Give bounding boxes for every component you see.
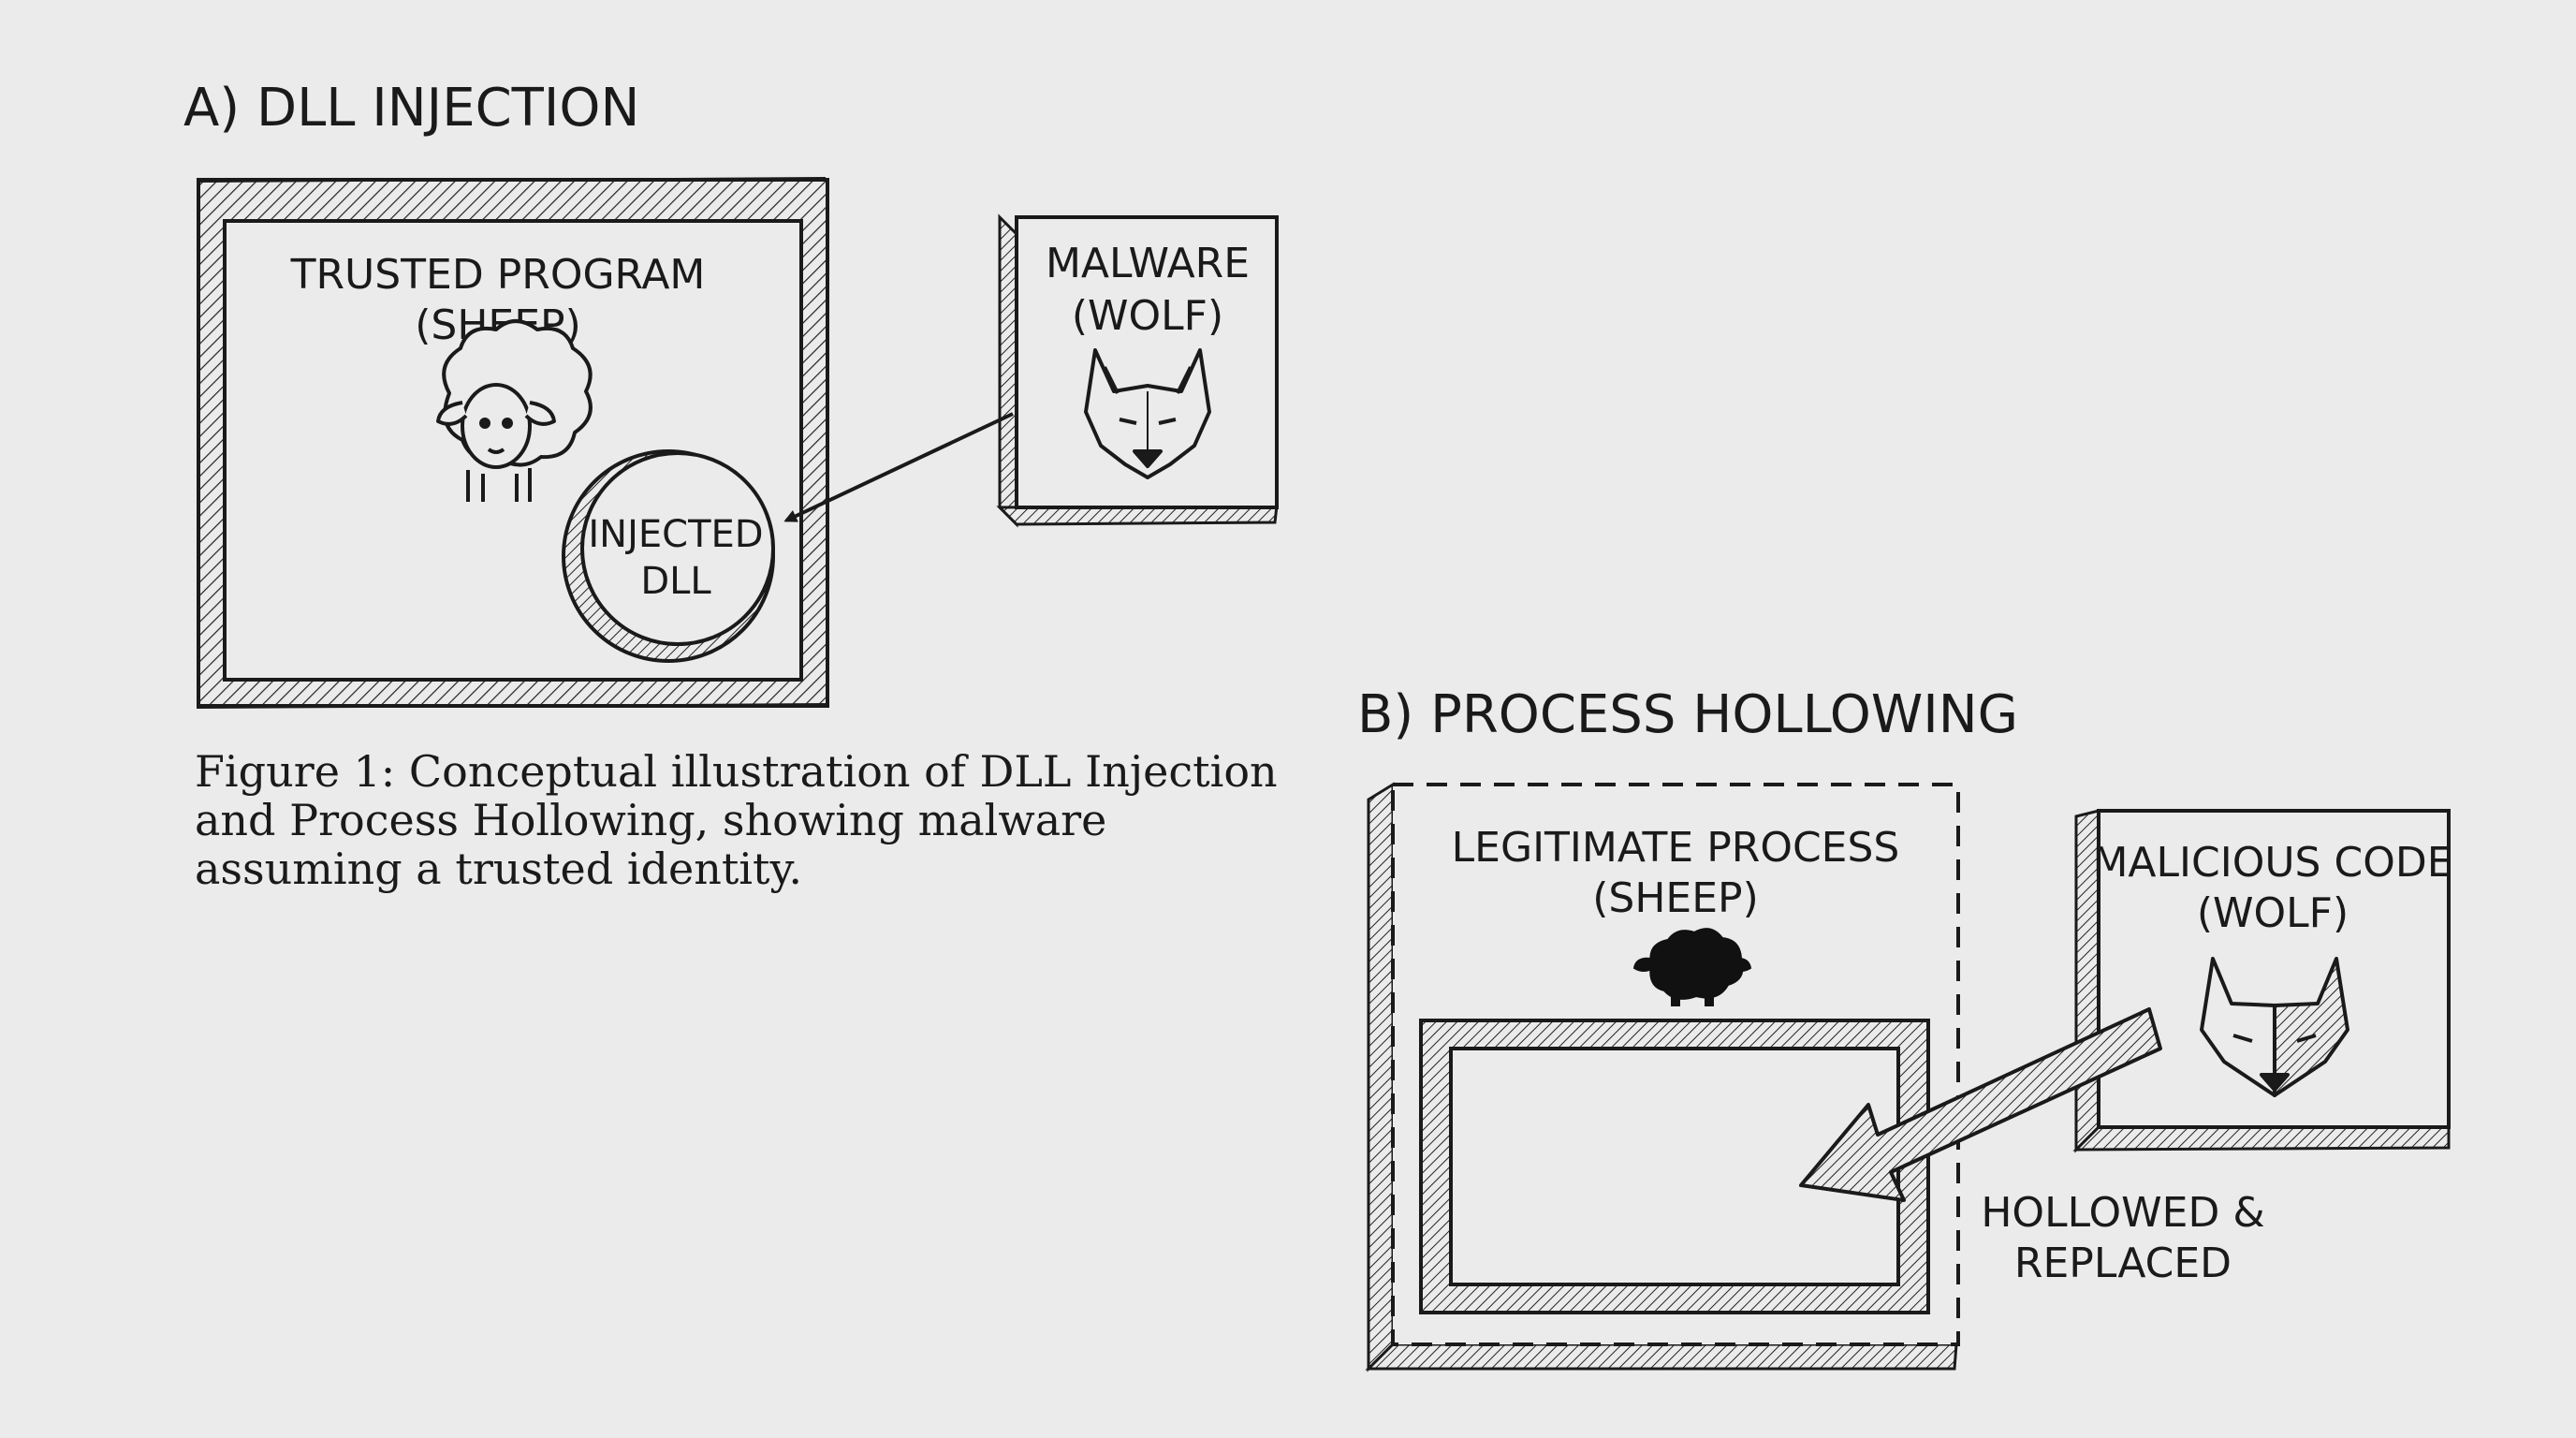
wolf-icon: [1084, 348, 1211, 479]
malware-label: MALWARE: [1046, 240, 1250, 287]
hollowed-sublabel: REPLACED: [2014, 1240, 2232, 1287]
trusted-program-label: TRUSTED PROGRAM: [290, 251, 706, 299]
sheep-icon: [436, 319, 593, 502]
half-wolf-icon: [2200, 957, 2349, 1097]
sheep-silhouette-icon: [1632, 928, 1752, 1006]
section-a-title: A) DLL INJECTION: [183, 78, 639, 139]
hollowing-arrow: [1799, 1007, 2162, 1202]
legitimate-process-sublabel: (SHEEP): [1592, 874, 1758, 922]
hollowed-label: HOLLOWED &: [1981, 1189, 2264, 1237]
trusted-program-box: [196, 177, 830, 709]
section-b-title: B) PROCESS HOLLOWING: [1357, 684, 2018, 745]
malware-sublabel: (WOLF): [1072, 292, 1223, 340]
malicious-code-box: [2072, 809, 2451, 1153]
malicious-code-sublabel: (WOLF): [2197, 889, 2349, 937]
figure-caption-line2: and Process Hollowing, showing malware: [195, 795, 1106, 845]
injected-dll-label: INJECTED: [588, 513, 763, 556]
injection-arrow: [783, 412, 1014, 522]
injected-dll-circle: [562, 449, 775, 663]
legitimate-process-label: LEGITIMATE PROCESS: [1452, 824, 1900, 872]
injected-dll-sublabel: DLL: [640, 560, 711, 603]
figure-caption-line3: assuming a trusted identity.: [195, 844, 802, 894]
figure-caption-line1: Figure 1: Conceptual illustration of DLL…: [195, 746, 1278, 797]
malicious-code-label: MALICIOUS CODE: [2092, 839, 2452, 887]
